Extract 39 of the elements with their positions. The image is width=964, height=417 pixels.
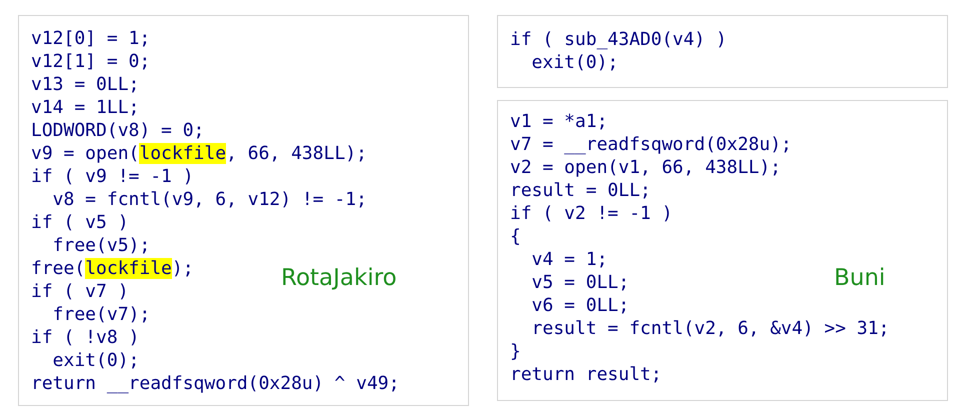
malware-name-label: Buni [834, 265, 886, 291]
code-line: v14 = 1LL; [31, 96, 140, 119]
code-line: result = fcntl(v2, 6, &v4) >> 31; [530, 317, 890, 340]
code-panel [497, 15, 948, 88]
code-line: if ( v7 ) [31, 280, 129, 303]
code-text: , 66, 438LL); [226, 143, 367, 164]
code-line: LODWORD(v8) = 0; [31, 119, 204, 142]
code-line: free(v5); [52, 234, 150, 257]
code-line: v7 = __readfsqword(0x28u); [510, 133, 792, 156]
code-line: v5 = 0LL; [530, 271, 630, 294]
malware-name-label: RotaJakiro [281, 265, 397, 291]
code-line: v12[1] = 0; [31, 50, 150, 73]
code-line: return __readfsqword(0x28u) ^ v49; [31, 372, 400, 395]
code-line: v2 = open(v1, 66, 438LL); [510, 156, 781, 179]
code-line: free(v7); [52, 303, 150, 326]
code-line: if ( v9 != -1 ) [31, 165, 194, 188]
code-line: if ( v5 ) [31, 211, 129, 234]
code-panel [18, 15, 469, 406]
code-line: v12[0] = 1; [31, 27, 150, 50]
code-text: ); [172, 258, 194, 279]
code-line: v4 = 1; [530, 248, 608, 271]
code-line: if ( !v8 ) [31, 326, 140, 349]
code-line: exit(0); [52, 349, 140, 372]
code-line: if ( sub_43AD0(v4) ) [510, 28, 727, 51]
code-line: v6 = 0LL; [530, 294, 630, 317]
code-line: v1 = *a1; [510, 110, 608, 133]
code-line: exit(0); [530, 51, 618, 74]
code-line: } [510, 340, 521, 363]
code-panel [497, 100, 948, 401]
code-line: { [510, 225, 521, 248]
highlighted-code-text: lockfile [85, 258, 172, 279]
code-line: return result; [510, 363, 662, 386]
code-text: v9 = open( [31, 143, 140, 164]
code-line: v13 = 0LL; [31, 73, 140, 96]
highlighted-code-text: lockfile [139, 143, 226, 164]
code-line: v8 = fcntl(v9, 6, v12) != -1; [52, 188, 367, 211]
code-line: if ( v2 != -1 ) [510, 202, 673, 225]
code-text: free( [31, 258, 86, 279]
code-line: result = 0LL; [510, 179, 651, 202]
